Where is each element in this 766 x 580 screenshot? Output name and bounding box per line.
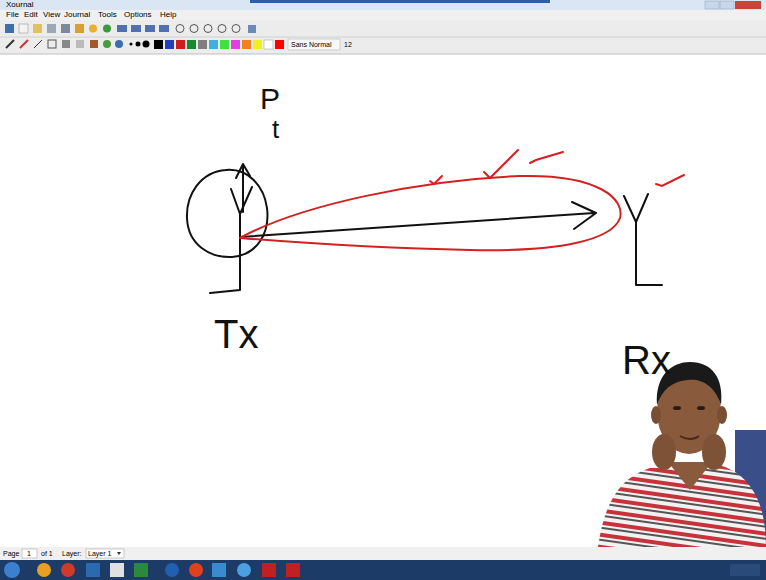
- tick-mark: [656, 175, 684, 186]
- toolbar-icons: [5, 24, 256, 48]
- rx-antenna: [624, 194, 662, 285]
- status-text: Layer:: [62, 550, 81, 557]
- menu-item: Tools: [98, 11, 117, 19]
- tick-mark: [484, 150, 518, 178]
- title-accent: [250, 0, 550, 3]
- antenna-drawing: [187, 164, 662, 293]
- minimize-button: [705, 1, 719, 9]
- close-button: [735, 1, 761, 9]
- taskbar: [0, 560, 766, 580]
- status-bar: [0, 547, 766, 560]
- window-title: Xournal: [6, 1, 34, 9]
- layer-dropdown: [86, 549, 124, 558]
- tick-mark: [430, 176, 442, 184]
- menu-bar: [0, 10, 766, 20]
- menu-item: File: [6, 11, 19, 19]
- canvas-border: [0, 54, 766, 55]
- toolbar: [0, 20, 766, 54]
- menu-item: Options: [124, 11, 152, 19]
- power-arrow: [236, 164, 250, 212]
- tx-antenna: [210, 187, 252, 293]
- beam-lobe: [240, 150, 684, 250]
- menu-item: Help: [160, 11, 176, 19]
- receiver-label: Rx: [622, 340, 671, 380]
- font-size: 12: [344, 41, 352, 48]
- tx-circle: [187, 170, 268, 257]
- status-text: Page: [3, 550, 19, 557]
- menu-item: Edit: [24, 11, 38, 19]
- menu-item: Journal: [64, 11, 90, 19]
- power-symbol: P: [260, 84, 280, 114]
- font-button: [288, 39, 340, 50]
- taskbar-icons: [4, 562, 760, 578]
- menu-item: View: [43, 11, 60, 19]
- radiation-pattern: [240, 176, 621, 250]
- page-spinner: [22, 549, 37, 558]
- font-name: Sans Normal: [291, 41, 331, 48]
- transmitter-label: Tx: [214, 314, 258, 354]
- layer-name: Layer 1: [88, 550, 111, 557]
- tick-mark: [530, 152, 563, 163]
- lecturer: [598, 362, 766, 547]
- toolbar-divider: [0, 37, 766, 38]
- dropdown-arrow: [117, 552, 121, 555]
- title-bar: [0, 0, 766, 10]
- status-text: of 1: [41, 550, 53, 557]
- page-canvas: [0, 54, 766, 547]
- power-subscript: t: [272, 116, 279, 142]
- page-number: 1: [27, 550, 31, 557]
- color-palette: [154, 40, 284, 49]
- maximize-button: [720, 1, 734, 9]
- link-arrow: [240, 202, 596, 237]
